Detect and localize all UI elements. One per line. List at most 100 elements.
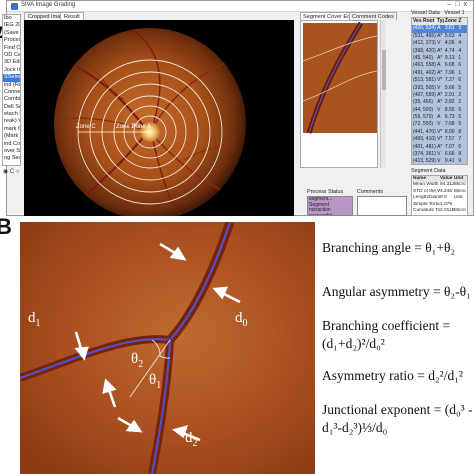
window-controls[interactable]: –□x: [447, 1, 471, 8]
radio-options[interactable]: ◉ C ○: [3, 169, 20, 175]
table-cell: A: [437, 114, 441, 121]
table-cell: 6: [458, 77, 462, 84]
vessel-data-table[interactable]: Ves RootTypeZone BZ(420, 524)A3.613(531,…: [411, 17, 468, 165]
table-cell: 3: [458, 25, 462, 32]
fundus-image-viewer[interactable]: Zone C Zone B Zone A: [24, 20, 294, 216]
table-cell: Mean Width: [413, 182, 439, 188]
sidebar-item[interactable]: OD Cente: [4, 51, 20, 58]
table-cell: A*: [437, 143, 443, 150]
sidebar-item[interactable]: Connec: [4, 88, 20, 95]
table-cell: 6: [458, 62, 462, 69]
table-cell: (72, 550): [413, 121, 434, 128]
sidebar-item[interactable]: Ibo: [4, 15, 12, 21]
table-cell: A*: [437, 47, 443, 54]
table-cell: Zone B: [444, 18, 458, 24]
table-cell: 2: [458, 99, 462, 106]
process-status-label: Process Status: [307, 189, 344, 195]
sidebar-item[interactable]: reak) V: [4, 118, 20, 125]
tab-result[interactable]: Result: [60, 12, 84, 20]
table-cell: A*: [437, 32, 443, 39]
table-cell: 1: [458, 69, 462, 76]
sidebar-item[interactable]: (Save: [4, 29, 19, 36]
sidebar-item[interactable]: ind (Ro: [4, 81, 20, 88]
formula-asymmetry-ratio: Asymmetry ratio = d₂²/d₁²: [322, 368, 463, 383]
table-cell: 5: [458, 84, 462, 91]
table-cell: 8: [458, 151, 462, 158]
table-cell: (35, 456): [413, 99, 434, 106]
table-cell: A*: [437, 91, 443, 98]
comments-textarea[interactable]: [357, 196, 407, 216]
sidebar-item[interactable]: (Mark V: [4, 133, 20, 140]
table-cell: 7.57: [444, 136, 455, 143]
table-cell: 6.68: [444, 62, 455, 69]
table-cell: Unit: [454, 176, 464, 181]
table-cell: 9.13: [444, 54, 455, 61]
table-cell: (513, 581): [413, 77, 436, 84]
table-cell: 7.07: [444, 143, 455, 150]
segment-data-label: Segment Data: [411, 168, 446, 174]
sidebar-item[interactable]: Combin: [4, 96, 20, 103]
label-d1: d1: [28, 310, 41, 329]
scrollbar-thumb[interactable]: [382, 50, 386, 90]
sidebar-item[interactable]: etach S: [4, 111, 20, 118]
segment-scrollbar[interactable]: [380, 20, 386, 168]
tab-comment-codes[interactable]: Comment Codes: [349, 12, 397, 20]
tab-segment-cover-edit[interactable]: Segment Cover Edit: [300, 12, 357, 20]
table-cell: 7: [458, 136, 462, 143]
sidebar-item[interactable]: Proces: [4, 37, 20, 44]
sidebar-item[interactable]: ind Cov: [4, 140, 20, 147]
segment-zoom-view[interactable]: [300, 20, 378, 168]
table-header-row[interactable]: Ves RootTypeZone BZ: [412, 18, 467, 26]
table-row[interactable]: Simple Tortuosi1.079: [412, 202, 467, 208]
comments-label: Comments: [357, 189, 384, 195]
table-cell: Z: [458, 18, 462, 24]
sidebar-item[interactable]: 3D Edg: [4, 59, 20, 66]
sidebar-item[interactable]: Jock Inti: [4, 66, 20, 73]
sidebar-item[interactable]: ng Sec: [4, 155, 20, 162]
label-d0: d0: [235, 310, 248, 329]
table-cell: 5: [458, 114, 462, 121]
table-cell: V*: [437, 136, 443, 143]
fundus-image: Zone C Zone B Zone A: [24, 20, 294, 216]
vessel-data-title: Vessel Data: [411, 10, 440, 16]
sidebar-item[interactable]: Dell Sec: [4, 103, 20, 110]
vessel-data-label: Vessel Data Vessel 1: [411, 10, 465, 16]
status-line: segment...: [309, 196, 333, 202]
sidebar-item[interactable]: Find O: [4, 44, 20, 51]
table-cell: (463, 558): [413, 62, 436, 69]
sidebar-item[interactable]: over Sec: [4, 148, 20, 155]
table-cell: 8.55: [444, 106, 455, 113]
app-icon: [11, 3, 18, 10]
sidebar-item[interactable]: SSelect: [3, 74, 20, 82]
sidebar-item[interactable]: IEG 20: [4, 22, 20, 29]
sidebar-item[interactable]: mark C: [4, 125, 20, 132]
formula-branching-coefficient: Branching coefficient =: [322, 318, 451, 333]
